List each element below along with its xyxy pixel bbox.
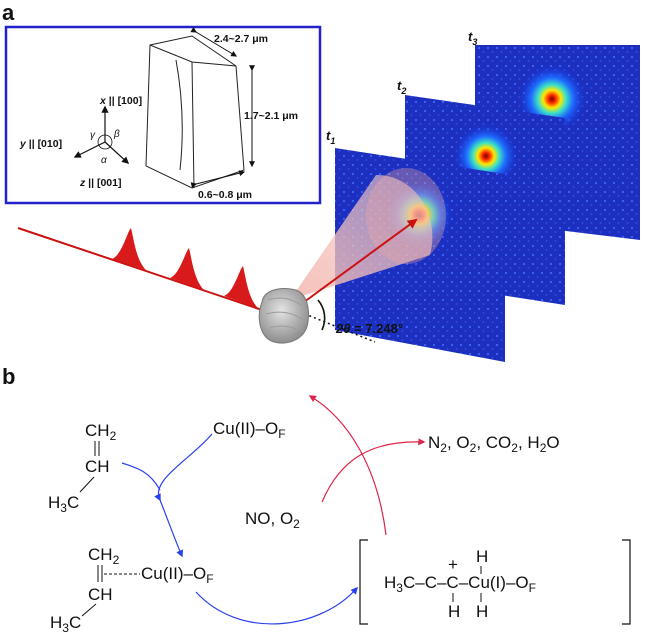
intermediate-h-top: H bbox=[476, 547, 488, 566]
complex-h3c: H3C bbox=[50, 613, 81, 634]
frame-t2-label: t2 bbox=[397, 78, 406, 96]
incident-beam bbox=[17, 227, 270, 315]
gamma-label: γ bbox=[90, 130, 96, 141]
xray-pulses bbox=[112, 228, 258, 308]
intermediate-h-bot1: H bbox=[448, 602, 460, 621]
blue-arrow-propene-join bbox=[121, 462, 161, 491]
crystal-sample bbox=[258, 288, 309, 344]
z-axis-arrow bbox=[104, 141, 130, 164]
panel-a-label: a bbox=[2, 0, 15, 25]
diffraction-cone bbox=[290, 174, 433, 300]
alpha-label: α bbox=[101, 155, 107, 166]
propene-h3c: H3C bbox=[48, 493, 79, 515]
complex-ch2: CH2 bbox=[88, 545, 120, 567]
propene-ch2: CH2 bbox=[85, 421, 117, 443]
intermediate-formula: H3C–C–C–Cu(I)–OF bbox=[384, 573, 536, 595]
xray-pulse bbox=[170, 248, 204, 290]
xray-pulse bbox=[112, 228, 146, 270]
blue-arrow-to-intermediate bbox=[195, 586, 358, 625]
complex-cu: Cu(II)–OF bbox=[141, 564, 214, 586]
y-axis-arrow bbox=[73, 141, 106, 158]
cone-base bbox=[366, 168, 446, 264]
right-bracket bbox=[622, 539, 631, 625]
complex-ch: CH bbox=[88, 585, 113, 604]
propene-molecule: CH2 CH H3C bbox=[48, 421, 117, 515]
blue-arrow-to-complex bbox=[159, 499, 183, 558]
panel-b-label: b bbox=[2, 364, 15, 389]
frame-t3-label: t3 bbox=[468, 29, 477, 47]
blue-arrow-propene-adsorb bbox=[154, 433, 213, 502]
left-bracket bbox=[359, 539, 368, 625]
cu-of-catalyst: Cu(II)–OF bbox=[213, 419, 286, 441]
red-arrow-regenerate-cu bbox=[308, 395, 387, 536]
depth-dim-label: 0.6~0.8 μm bbox=[198, 189, 252, 201]
crystal-texture bbox=[265, 297, 305, 333]
two-theta-arc bbox=[317, 299, 326, 331]
frame-t1-label: t1 bbox=[326, 128, 335, 146]
two-theta-label: 2θ = 7.248° bbox=[335, 321, 403, 336]
carbocation-plus: + bbox=[448, 555, 458, 574]
propene-ch: CH bbox=[85, 457, 110, 476]
origin-circle bbox=[97, 134, 113, 150]
height-dim-label: 1.7~2.1 μm bbox=[244, 110, 298, 122]
z-axis-label: z || [001] bbox=[79, 177, 121, 189]
intermediate-bracket: H3C–C–C–Cu(I)–OF + H H H bbox=[359, 539, 631, 625]
y-axis-label: y || [010] bbox=[19, 138, 62, 150]
xray-pulse bbox=[224, 266, 258, 308]
x-axis-label: x || [100] bbox=[99, 95, 142, 107]
reagents-label: NO, O2 bbox=[245, 509, 300, 531]
transmitted-line bbox=[299, 311, 376, 343]
crystal-axes bbox=[73, 105, 130, 164]
red-arrow-to-products bbox=[321, 438, 426, 503]
products-label: N2, O2, CO2, H2O bbox=[428, 433, 560, 455]
propene-cu-complex: CH2 Cu(II)–OF CH H3C bbox=[50, 545, 214, 634]
depth-dim-arrow bbox=[190, 170, 246, 189]
width-dim-arrow bbox=[190, 26, 238, 57]
intermediate-h-bot2: H bbox=[476, 602, 488, 621]
width-dim-label: 2.4~2.7 μm bbox=[214, 33, 268, 45]
diffracted-beam bbox=[299, 218, 418, 306]
beta-label: β bbox=[113, 129, 120, 140]
